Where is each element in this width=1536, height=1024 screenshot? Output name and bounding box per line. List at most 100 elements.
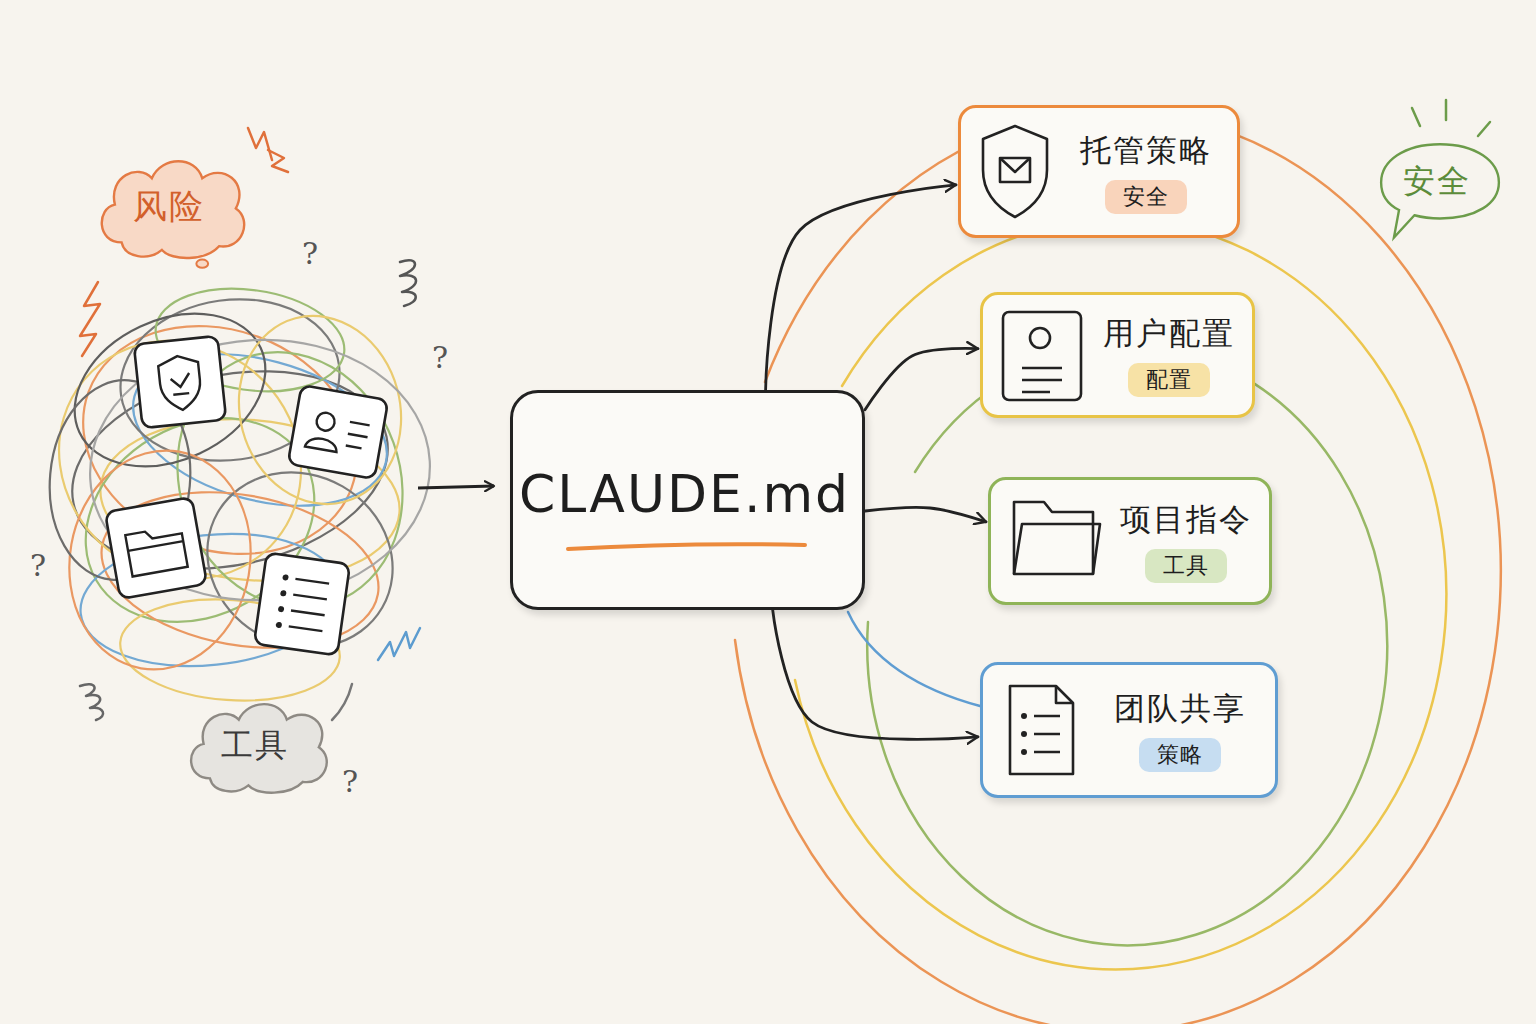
document-icon bbox=[1056, 686, 1073, 703]
tag-pill: 安全 bbox=[1105, 180, 1187, 214]
node-title: 安全 bbox=[1403, 160, 1471, 204]
process-box: 项目指令工具 bbox=[988, 477, 1272, 605]
text-group: 团队共享策略 bbox=[1091, 665, 1269, 795]
folder-tile bbox=[105, 497, 207, 599]
shield-tile bbox=[134, 336, 226, 428]
folder-tile bbox=[125, 525, 187, 576]
process-box: 团队共享策略 bbox=[980, 662, 1278, 798]
folder-icon bbox=[1014, 502, 1100, 574]
ray-mark bbox=[1412, 108, 1420, 126]
text-group: 用户配置配置 bbox=[1091, 295, 1246, 415]
profile-icon bbox=[1003, 312, 1081, 400]
question-mark: ? bbox=[432, 340, 448, 375]
text-group: CLAUDE.md bbox=[513, 393, 856, 607]
text-group: 风险 bbox=[88, 148, 250, 266]
list-tile bbox=[278, 606, 285, 613]
shield-icon bbox=[1000, 158, 1030, 182]
connector-arrow bbox=[773, 610, 978, 739]
shield-icon bbox=[983, 126, 1047, 217]
list-tile bbox=[280, 590, 287, 597]
stress-marks bbox=[80, 100, 1490, 720]
document-icon bbox=[1034, 716, 1060, 752]
list-tile bbox=[275, 622, 282, 629]
list-tile bbox=[289, 579, 329, 631]
ray-mark bbox=[1445, 100, 1448, 120]
profile-tile bbox=[346, 422, 370, 449]
squiggle-mark bbox=[80, 684, 103, 720]
shield-icon bbox=[1000, 158, 1030, 172]
shield-tile bbox=[170, 373, 190, 388]
profile-icon bbox=[1022, 368, 1062, 392]
question-mark: ? bbox=[342, 764, 358, 799]
ray-mark bbox=[1478, 122, 1490, 136]
process-box: 用户配置配置 bbox=[980, 292, 1255, 418]
folder-icon bbox=[1014, 502, 1093, 574]
profile-icon bbox=[1030, 328, 1050, 348]
spark-mark bbox=[268, 150, 288, 172]
orbit-arc bbox=[795, 219, 1446, 969]
document-icon bbox=[1010, 686, 1073, 774]
cloud-outline bbox=[191, 704, 327, 793]
node-title: 项目指令 bbox=[1120, 499, 1252, 541]
shield-tile bbox=[157, 354, 202, 412]
node-title: 风险 bbox=[133, 184, 205, 230]
document-icon bbox=[1010, 686, 1073, 774]
bubble-outline bbox=[1381, 144, 1499, 237]
list-tile bbox=[254, 553, 350, 656]
tangle-scribble bbox=[83, 331, 436, 608]
profile-icon bbox=[1003, 312, 1081, 400]
cloud-callout: 风险 bbox=[88, 148, 256, 266]
list-tile bbox=[275, 574, 288, 628]
tangle-scribble bbox=[52, 436, 267, 684]
shield-tile bbox=[134, 336, 226, 428]
tag-pill: 配置 bbox=[1128, 363, 1210, 397]
shield-icon bbox=[983, 126, 1047, 217]
cloud-outline bbox=[102, 161, 244, 258]
spark-mark bbox=[248, 128, 272, 160]
document-icon bbox=[1021, 713, 1027, 719]
profile-tile bbox=[305, 436, 338, 452]
orbit-arc bbox=[848, 612, 980, 706]
node-title: 工具 bbox=[221, 724, 289, 768]
bubble-dot bbox=[196, 260, 208, 268]
connector-arrow bbox=[766, 185, 956, 390]
title-underline bbox=[568, 544, 805, 549]
shield-tile bbox=[173, 393, 189, 395]
list-tile bbox=[282, 574, 289, 581]
tag-pill: 策略 bbox=[1139, 738, 1221, 772]
profile-tile bbox=[288, 385, 389, 479]
connector-arrow bbox=[865, 348, 978, 409]
node-title: CLAUDE.md bbox=[519, 464, 850, 524]
document-icon bbox=[1021, 713, 1027, 755]
spark-mark bbox=[80, 282, 100, 356]
tangle-scribble bbox=[10, 277, 438, 707]
document-icon bbox=[1021, 731, 1027, 737]
node-title: 团队共享 bbox=[1114, 688, 1246, 730]
profile-tile bbox=[288, 385, 389, 479]
node-title: 用户配置 bbox=[1103, 313, 1235, 355]
process-box: 托管策略安全 bbox=[958, 105, 1240, 238]
text-group: 工具 bbox=[178, 692, 332, 800]
folder-icon bbox=[1014, 524, 1100, 574]
text-group: 托管策略安全 bbox=[1061, 108, 1231, 235]
orbit-arc bbox=[867, 345, 1387, 945]
list-tile bbox=[254, 553, 350, 656]
question-mark: ? bbox=[30, 548, 46, 583]
squiggle-mark bbox=[400, 260, 416, 306]
folder-tile bbox=[105, 497, 207, 599]
document-icon bbox=[1021, 749, 1027, 755]
process-box: CLAUDE.md bbox=[510, 390, 865, 610]
squiggle-mark bbox=[378, 628, 420, 660]
tangle-scribble bbox=[50, 284, 290, 495]
tangle-scribble bbox=[218, 298, 422, 523]
flow-arrow bbox=[418, 486, 494, 488]
connector-arrow bbox=[865, 508, 986, 522]
folder-tile bbox=[128, 541, 183, 551]
squiggle-mark bbox=[332, 684, 352, 720]
question-mark: ? bbox=[302, 236, 318, 271]
text-group: 项目指令工具 bbox=[1109, 480, 1263, 602]
speech-bubble: 安全 bbox=[1376, 140, 1504, 246]
profile-tile bbox=[315, 411, 336, 432]
